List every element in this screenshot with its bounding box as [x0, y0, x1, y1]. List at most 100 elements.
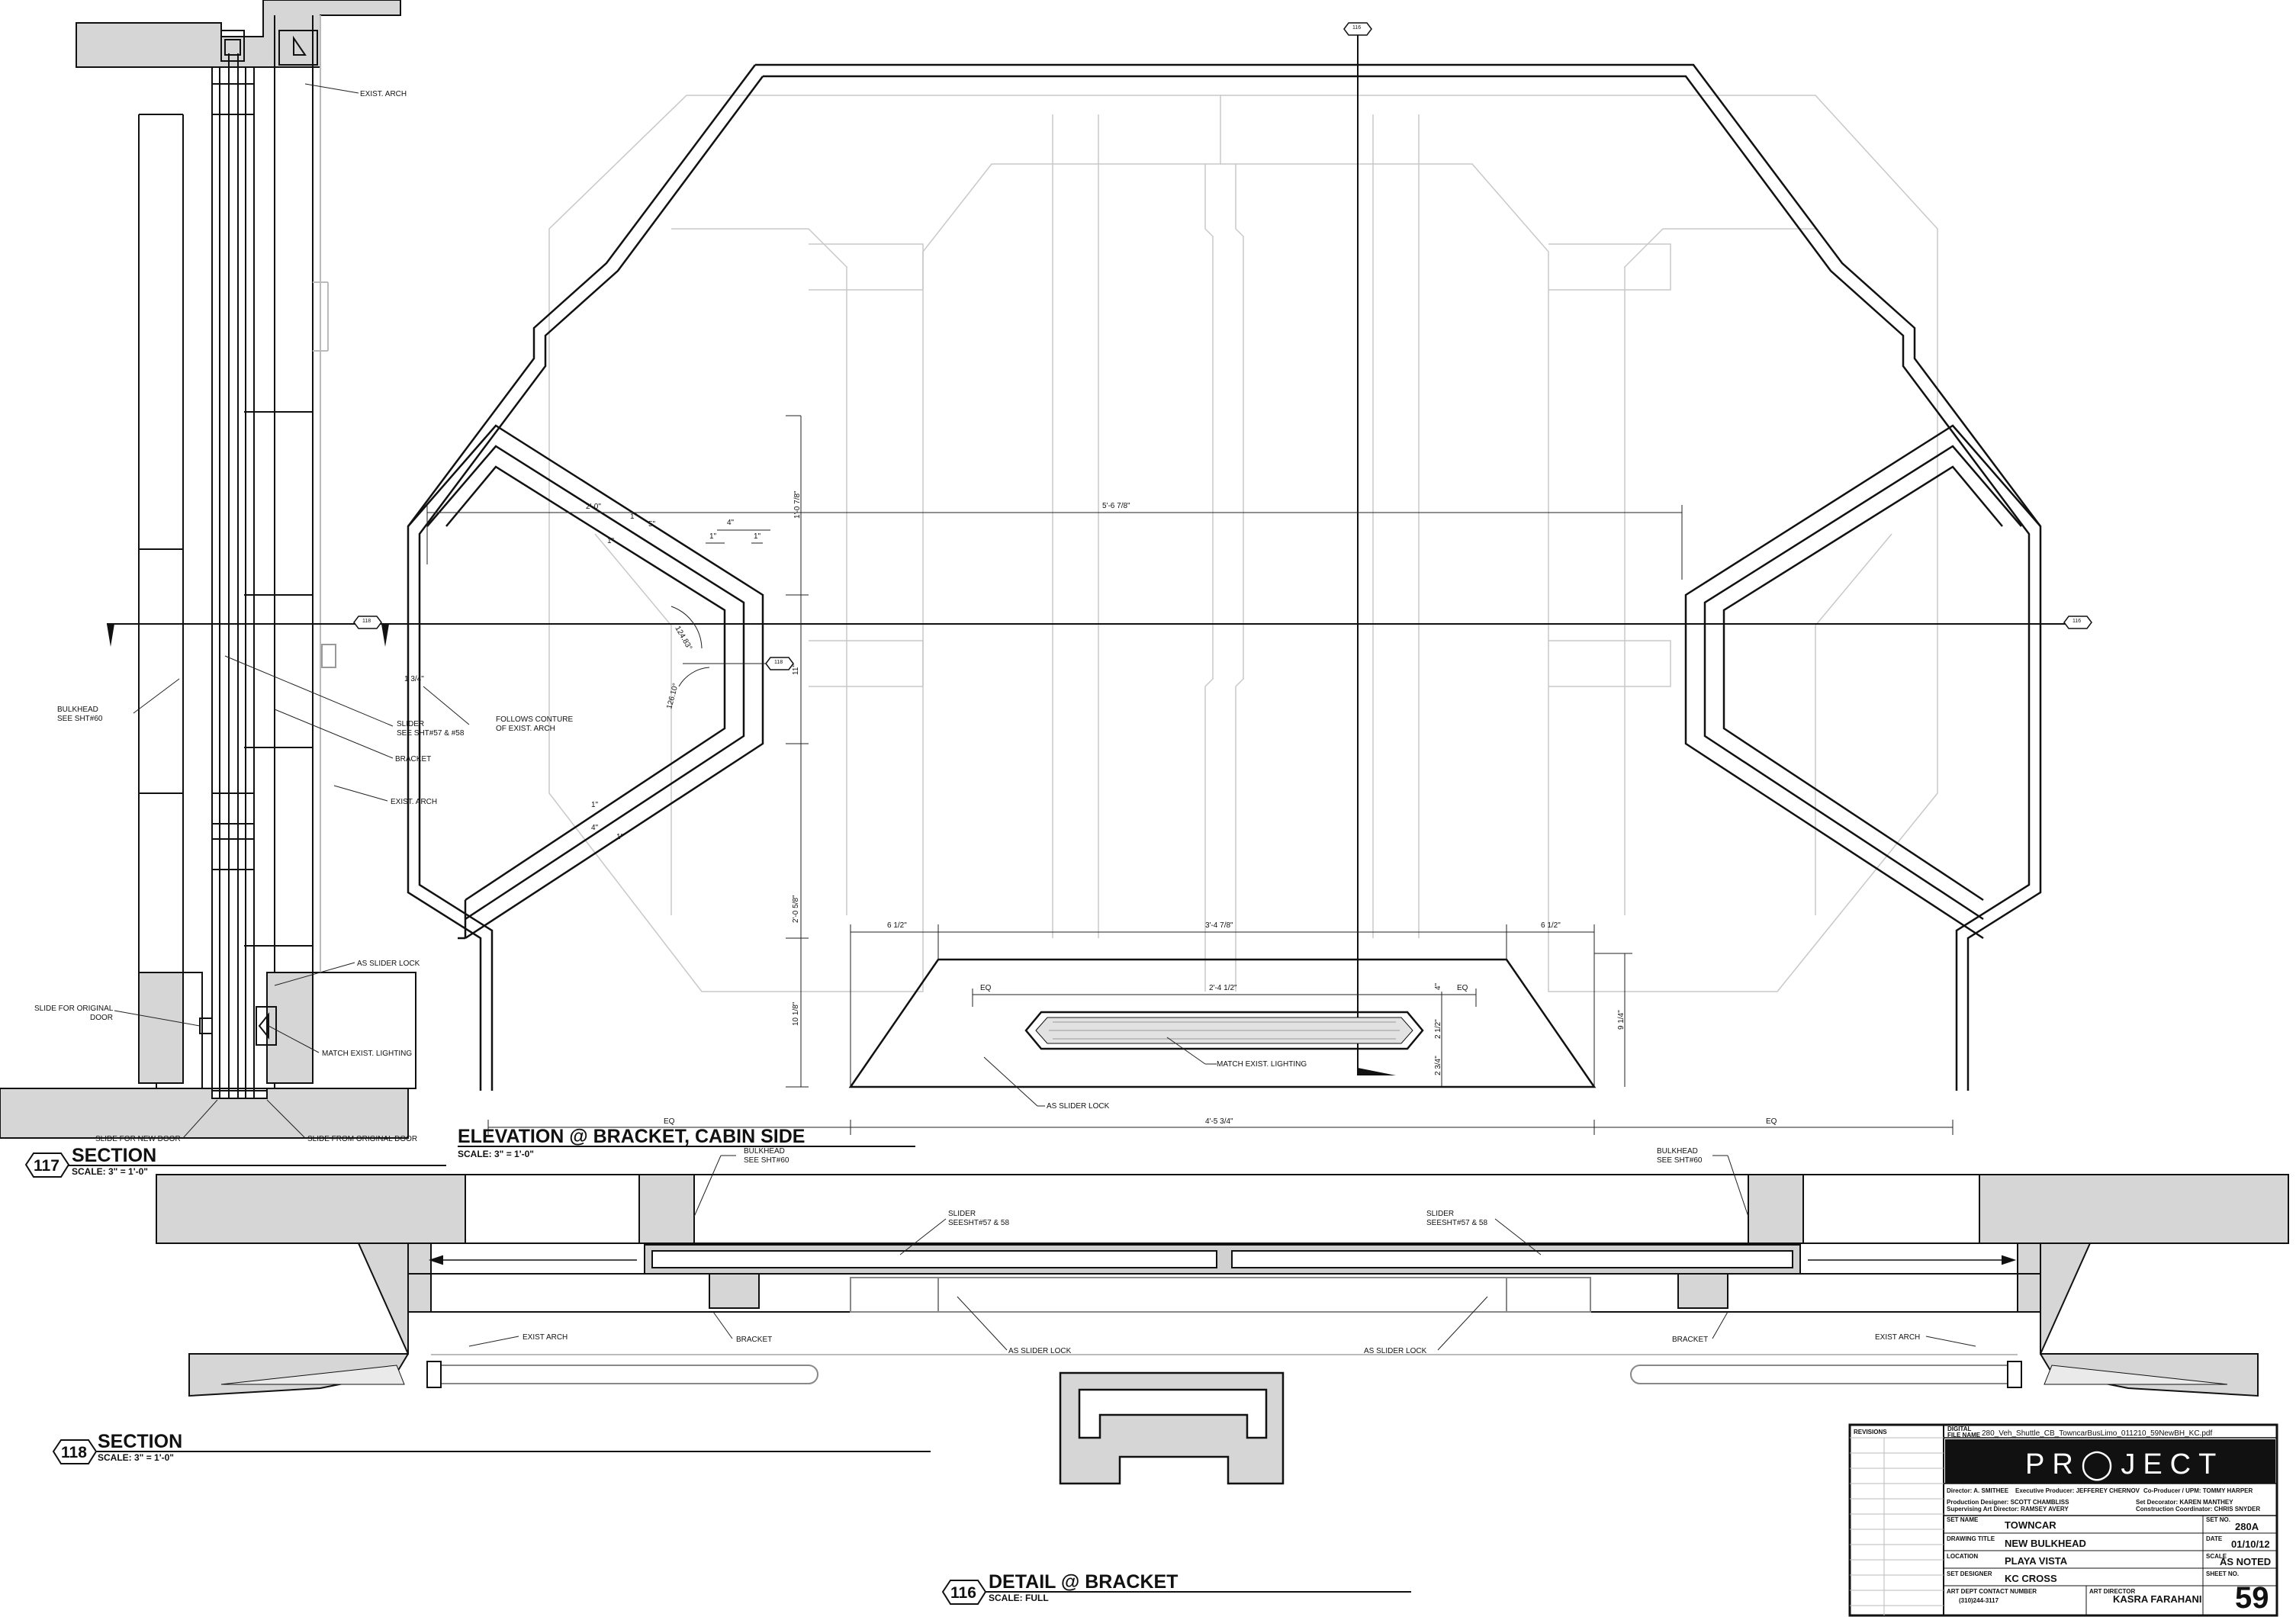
label-118-bulkhead-r2: SEE SHT#60 — [1657, 1156, 1703, 1165]
dim-2-0-58: 2'-0 5/8" — [792, 895, 800, 923]
view-118-title: SECTION — [98, 1431, 182, 1452]
view-title-116: 116 DETAIL @ BRACKET SCALE: FULL — [941, 1571, 1411, 1605]
label-118-bracket-l: BRACKET — [736, 1336, 772, 1344]
dim-4-5-34: 4'-5 3/4" — [1205, 1117, 1233, 1126]
tb-revisions-label: REVISIONS — [1854, 1429, 1887, 1435]
tb-location-label: LOCATION — [1947, 1553, 1978, 1560]
tb-date-label: DATE — [2206, 1535, 2223, 1542]
marker-text-2: 118 — [362, 619, 371, 624]
detail-116-drawing — [1059, 1371, 1285, 1485]
label-elev-match-lighting: MATCH EXIST. LIGHTING — [1217, 1060, 1307, 1069]
label-118-slider-l2: SEESHT#57 & 58 — [948, 1219, 1009, 1227]
dim-eq-2: EQ — [1457, 984, 1468, 992]
dim-2-4-12: 2'-4 1/2" — [1209, 984, 1237, 992]
tb-art-director: KASRA FARAHANI — [2113, 1593, 2202, 1605]
label-118-bracket-r: BRACKET — [1672, 1336, 1708, 1344]
label-118-slider-r1: SLIDER — [1426, 1210, 1454, 1218]
label-118-bulkhead-l1: BULKHEAD — [744, 1147, 785, 1156]
label-follows-2: OF EXIST. ARCH — [496, 725, 555, 733]
label-slide-from-original: SLIDE FROM ORIGINAL DOOR — [307, 1135, 417, 1143]
dim-10-18: 10 1/8" — [792, 1001, 800, 1026]
project-logo: PR◯JECT — [2025, 1448, 2224, 1481]
view-116-number: 116 — [950, 1584, 976, 1602]
label-118-bulkhead-l2: SEE SHT#60 — [744, 1156, 789, 1165]
tb-coproducer: Co-Producer / UPM: TOMMY HARPER — [2143, 1487, 2253, 1494]
section-117-labels: EXIST. ARCH BULKHEAD SEE SHT#60 SLIDER S… — [34, 83, 465, 1143]
dim-1a: 1" — [630, 513, 638, 521]
label-bulkhead-2: SEE SHT#60 — [57, 715, 103, 723]
dim-1r: 1" — [754, 532, 761, 541]
marker-text-3: 118 — [774, 660, 783, 665]
label-bulkhead-1: BULKHEAD — [57, 706, 98, 714]
tb-filename: 280_Veh_Shuttle_CB_TowncarBusLimo_011210… — [1982, 1429, 2212, 1438]
tb-set-decorator: Set Decorator: KAREN MANTHEY — [2136, 1499, 2233, 1506]
marker-text-4: 116 — [2073, 619, 2081, 624]
label-match-lighting: MATCH EXIST. LIGHTING — [322, 1050, 412, 1058]
elevation-title: ELEVATION @ BRACKET, CABIN SIDE — [458, 1126, 805, 1147]
tb-drawing-title: NEW BULKHEAD — [2005, 1538, 2086, 1549]
dim-eq-left: EQ — [664, 1117, 675, 1126]
view-title-elevation: ELEVATION @ BRACKET, CABIN SIDE SCALE: 3… — [458, 1126, 915, 1159]
label-exist-arch: EXIST. ARCH — [360, 90, 407, 98]
label-118-bulkhead-r1: BULKHEAD — [1657, 1147, 1698, 1156]
dim-1q: 1" — [709, 532, 717, 541]
dim-1c: 1" — [591, 801, 599, 809]
tb-set-no: 280A — [2235, 1521, 2259, 1532]
label-118-lock-l: AS SLIDER LOCK — [1008, 1347, 1072, 1355]
label-118-slider-r2: SEESHT#57 & 58 — [1426, 1219, 1487, 1227]
view-title-118: 118 SECTION SCALE: 3" = 1'-0" — [52, 1431, 931, 1464]
tb-drawing-title-label: DRAWING TITLE — [1947, 1535, 1995, 1542]
view-title-117: 117 SECTION SCALE: 3" = 1'-0" — [24, 1145, 446, 1178]
dim-eq-right: EQ — [1766, 1117, 1777, 1126]
view-116-title: DETAIL @ BRACKET — [989, 1571, 1178, 1593]
dim-1-34: 1 3/4" — [404, 675, 424, 683]
view-117-title: SECTION — [72, 1145, 156, 1166]
label-bracket: BRACKET — [395, 755, 431, 763]
tb-prod-designer: Production Designer: SCOTT CHAMBLISS — [1947, 1499, 2069, 1506]
tb-contact: (310)244-3117 — [1959, 1597, 1999, 1604]
tb-digital-label-1: DIGITAL — [1947, 1426, 1972, 1432]
label-slider-2: SEE SHT#57 & #58 — [397, 729, 465, 738]
dim-2-0: 2'-0" — [586, 503, 601, 511]
label-118-lock-r: AS SLIDER LOCK — [1364, 1347, 1427, 1355]
dim-4b: 4" — [1434, 982, 1442, 990]
tb-sup-art-director: Supervising Art Director: RAMSEY AVERY — [1947, 1506, 2069, 1513]
tb-set-name: TOWNCAR — [2005, 1519, 2056, 1531]
label-slider-1: SLIDER — [397, 720, 424, 728]
dim-4: 4" — [727, 519, 735, 527]
tb-date: 01/10/12 — [2231, 1538, 2270, 1550]
dim-6-12-b: 6 1/2" — [1541, 921, 1561, 930]
dim-6-12-a: 6 1/2" — [887, 921, 907, 930]
dim-9-14: 9 1/4" — [1617, 1010, 1626, 1030]
section-markers: 116 118 118 116 — [362, 25, 2081, 665]
tb-contact-label: ART DEPT CONTACT NUMBER — [1947, 1588, 2037, 1595]
tb-scale: AS NOTED — [2220, 1556, 2271, 1567]
tb-director: Director: A. SMITHEE — [1947, 1487, 2009, 1494]
tb-location: PLAYA VISTA — [2005, 1555, 2068, 1567]
elevation-drawing — [107, 22, 2092, 1135]
tb-scale-label: SCALE — [2206, 1553, 2227, 1560]
dim-11: 11" — [792, 664, 800, 675]
elevation-scale: SCALE: 3" = 1'-0" — [458, 1149, 534, 1159]
dim-1b: 1" — [607, 537, 615, 545]
section-118-drawing — [156, 1155, 2289, 1397]
section-118-labels: BULKHEAD SEE SHT#60 BULKHEAD SEE SHT#60 … — [523, 1147, 1920, 1355]
dim-eq-1: EQ — [980, 984, 992, 992]
view-116-scale: SCALE: FULL — [989, 1593, 1049, 1603]
view-118-number: 118 — [61, 1444, 87, 1461]
dim-1-0-78: 1'-0 7/8" — [793, 490, 802, 519]
dim-3-4-78: 3'-4 7/8" — [1205, 921, 1233, 930]
tb-set-designer-label: SET DESIGNER — [1947, 1570, 1992, 1577]
label-follows-1: FOLLOWS CONTURE — [496, 715, 573, 724]
view-118-scale: SCALE: 3" = 1'-0" — [98, 1452, 174, 1463]
tb-digital-label-2: FILE NAME — [1947, 1432, 1981, 1439]
label-118-slider-l1: SLIDER — [948, 1210, 976, 1218]
tb-sheet-no: 59 — [2235, 1581, 2269, 1615]
tb-constr-coord: Construction Coordinator: CHRIS SNYDER — [2136, 1506, 2260, 1513]
title-block: REVISIONS DIGITAL FILE NAME 280_Veh_Shut… — [1848, 1423, 2278, 1617]
section-117-drawing — [0, 0, 416, 1139]
dim-4c: 4" — [591, 824, 599, 832]
tb-exec-producer: Executive Producer: JEFFEREY CHERNOV — [2015, 1487, 2140, 1494]
dim-5: 5" — [648, 520, 656, 529]
